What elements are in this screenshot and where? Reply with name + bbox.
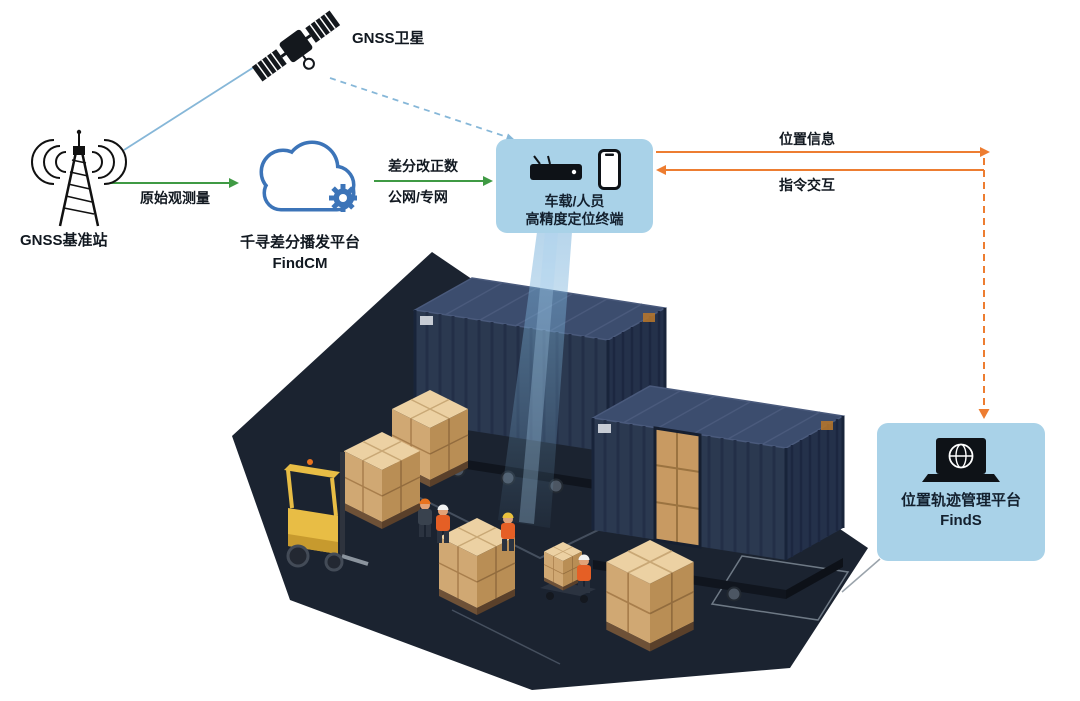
platform-label-product: FindS [940, 512, 982, 529]
link-terminal-to-platform [656, 147, 990, 419]
cloud-platform-name: 千寻差分播发平台 [239, 234, 360, 251]
base-station-label: GNSS基准站 [20, 232, 108, 249]
command-interaction-label: 指令交互 [779, 177, 835, 193]
terminal-device-icons [528, 148, 622, 192]
container-2 [591, 384, 845, 602]
link-cloud-to-terminal [374, 176, 493, 186]
correction-label-line2: 公网/专网 [388, 189, 448, 205]
worker-figure [577, 554, 591, 593]
gear-icon [329, 184, 357, 212]
position-info-label: 位置信息 [779, 131, 835, 147]
link-platform-to-terminal [656, 165, 984, 175]
link-station-to-cloud [110, 178, 239, 188]
raw-observation-label: 原始观测量 [140, 190, 210, 206]
receiver-device-icon [529, 155, 582, 180]
smartphone-icon [597, 149, 621, 190]
warehouse-scene [232, 232, 868, 690]
link-satellite-to-terminal [329, 77, 516, 143]
management-platform-panel: 位置轨迹管理平台 FindS [877, 423, 1045, 561]
satellite-label: GNSS卫星 [352, 30, 425, 47]
terminal-label-line2: 高精度定位终端 [525, 211, 624, 227]
platform-device-icons [922, 433, 1000, 491]
correction-label-line1: 差分改正数 [388, 158, 458, 174]
terminal-label-line1: 车载/人员 [544, 193, 605, 209]
link-satellite-to-station [123, 61, 263, 151]
cloud-platform-product: FindCM [272, 255, 328, 272]
positioning-beam [498, 232, 572, 528]
platform-label-name: 位置轨迹管理平台 [900, 492, 1021, 509]
laptop-globe-icon [922, 438, 1000, 482]
cloud-icon [259, 140, 357, 212]
terminal-panel: 车载/人员 高精度定位终端 [496, 139, 653, 233]
forklift-icon [284, 452, 369, 572]
link-platform-to-scene [841, 558, 881, 593]
worker-figure [436, 504, 450, 543]
radio-tower-icon [31, 129, 127, 227]
worker-figure [418, 498, 432, 537]
gnss-satellite-icon [251, 10, 341, 82]
